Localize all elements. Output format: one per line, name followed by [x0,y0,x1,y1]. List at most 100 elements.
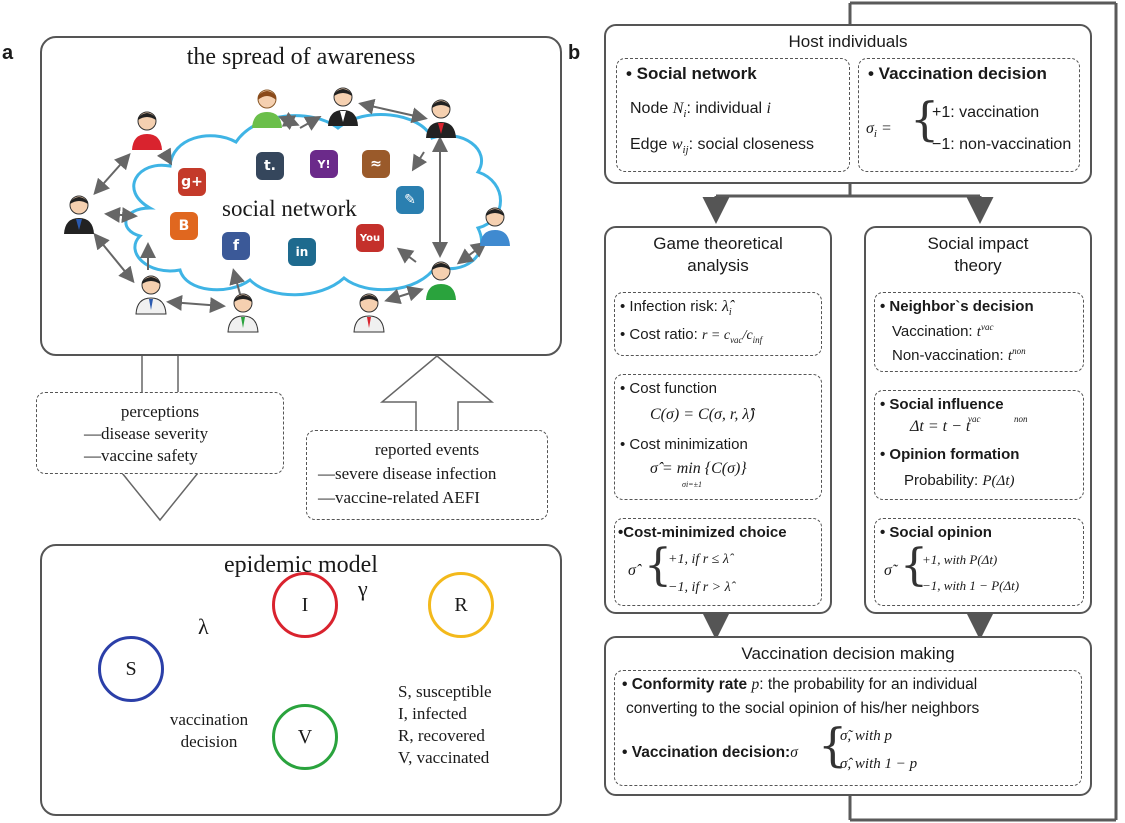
google-plus-icon: g+ [178,168,206,196]
edge-sub: ij [682,144,689,157]
edge-symbol: w [671,136,683,153]
vaccination-decision-head: • Vaccination decision [868,64,1047,83]
facebook-icon: f [222,232,250,260]
neighbor-non-vaccination: Non-vaccination: tnon [892,346,1026,365]
node-symbol: N [672,100,684,117]
cost-ratio-line: • Cost ratio: r = cvac/cinf [620,326,762,345]
influence-sup: vac [968,414,981,424]
cost-ratio-sub1: vac [730,334,743,345]
node-s: S [98,636,164,702]
social-opinion-box [874,518,1084,606]
game-theory-title: analysis [687,256,749,275]
perceptions-item: —disease severity [84,424,209,443]
cloud-label: social network [222,196,357,221]
infection-risk-label: • Infection risk: [620,298,718,315]
sigma-eq: = [880,120,892,137]
node-text: : individual [686,100,763,117]
vaccination-decision-label: vaccination [169,710,249,729]
brace: { [644,540,672,591]
opinion-sigma: σ̃ [884,562,892,579]
conformity-head: • Conformity rate [622,676,748,693]
final-decision-sigma: σ [790,744,798,761]
person-icon [424,258,458,302]
perceptions-title: perceptions [120,402,200,421]
vaccination-decision-box [858,58,1080,172]
lambda-label: λ [198,614,209,639]
social-influence-box [874,390,1084,500]
brace: { [818,718,848,772]
opinion-option: +1, with P(Δt) [922,552,998,567]
cost-ratio-eq: r = c [701,328,731,343]
perceptions-box [36,392,284,474]
node-sub: i [683,108,687,121]
node-i: i [766,100,771,117]
opinion-formation-head: • Opinion formation [880,446,1020,463]
reported-events-box [306,430,548,520]
edge-text: : social closeness [688,136,815,153]
neighbor-decision-box [874,292,1084,372]
final-decision-option: σ̃, with p [840,728,892,744]
decision-making-title: Vaccination decision making [741,644,955,663]
conformity-p: p [751,676,760,693]
conformity-text-2: converting to the social opinion of his/… [626,700,980,717]
node-v: V [272,704,338,770]
host-individuals-title: Host individuals [788,32,908,51]
final-decision-option: σ̂, with 1 − p [840,756,918,772]
person-icon [478,204,512,248]
social-impact-title: theory [954,256,1002,275]
legend-item: R, recovered [398,726,485,745]
node-i: I [272,572,338,638]
person-icon [134,272,168,316]
nonvacc-option: −1: non-vaccination [932,136,1071,154]
probability-label: Probability: [904,472,979,489]
neighbor-decision-head: • Neighbor`s decision [880,298,1034,315]
vaccination-decision-label: decision [180,732,238,751]
neighbor-vaccination-symbol: t [976,324,981,340]
probability-eq: P(Δt) [982,473,1015,489]
conformity-line: • Conformity rate p: the probability for… [622,676,977,694]
risk-cost-box [614,292,822,356]
rss-icon: ≈ [362,150,390,178]
final-decision-head: • Vaccination decision: [622,744,791,761]
infection-risk-line: • Infection risk: λ̂i [620,298,732,318]
choice-sigma: σ̂ [628,562,636,579]
neighbor-vaccination: Vaccination: tvac [892,322,993,341]
neighbor-vaccination-label: Vaccination: [892,323,973,340]
node-r: R [428,572,494,638]
gamma-label: γ [358,576,368,601]
sigma-sub: i [873,128,877,141]
vacc-option: +1: vaccination [932,104,1039,122]
cost-minimized-choice-head: •Cost-minimized choice [618,524,787,541]
blogger-icon: B [170,212,198,240]
node-prefix: Node [630,100,669,117]
social-influence-head: • Social influence [880,396,1004,413]
reported-events-title: reported events [374,440,480,459]
vacc-option-value: +1 [932,104,951,121]
sigma-symbol: σ [866,120,874,137]
social-influence-eq-text: Δt = t − t [910,418,971,435]
cost-function-box [614,374,822,500]
social-impact-title: Social impact [927,234,1029,253]
nonvacc-option-value: −1 [932,136,951,153]
legend-item: S, susceptible [398,682,492,701]
nonvacc-option-label: : non-vaccination [950,136,1072,153]
person-icon [352,290,386,334]
person-icon [130,108,164,152]
cost-min-sub: σi=±1 [682,480,702,489]
person-icon [226,290,260,334]
choice-option: +1, if r ≤ λ̂ [668,552,729,567]
conformity-text: : the probability for an individual [759,676,978,693]
reported-events-item: —vaccine-related AEFI [318,488,480,507]
edge-line: Edge wij: social closeness [630,136,814,156]
opinion-option: −1, with 1 − P(Δt) [922,578,1020,593]
node-line: Node Ni: individual i [630,100,771,120]
person-icon [62,192,96,236]
cost-function-eq: C(σ) = C(σ, r, λ̂) [650,406,755,423]
final-decision-line: • Vaccination decision:σ [622,744,798,762]
person-icon [250,86,284,130]
youtube-icon: You [356,224,384,252]
game-theory-title: Game theoretical [653,234,783,253]
cost-ratio-slash: /c [742,328,753,343]
cost-min-eq: σ̂ = min {C(σ)} [650,460,747,477]
vacc-option-label: : vaccination [950,104,1040,121]
